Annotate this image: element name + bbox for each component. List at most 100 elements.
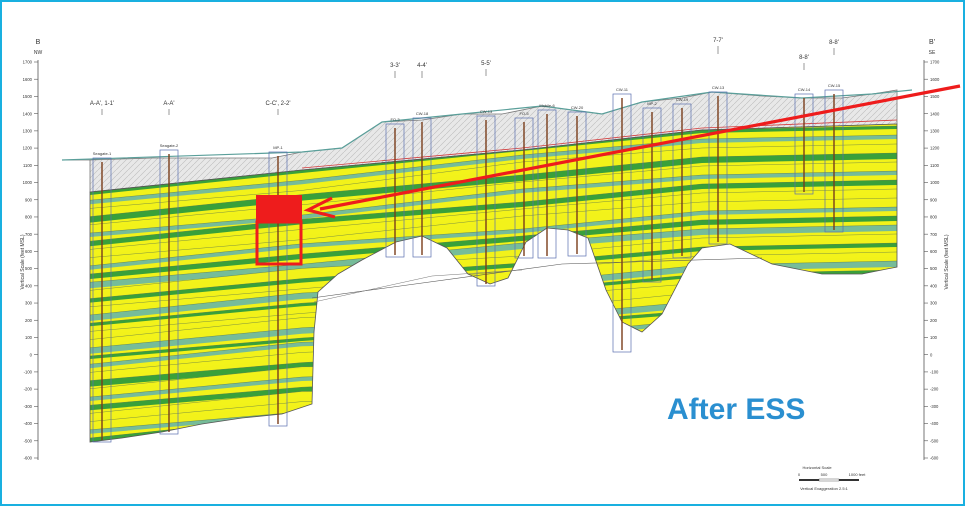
well-box <box>824 89 844 233</box>
y-tick-label: 1200 <box>930 146 940 151</box>
y-tick-label: 1100 <box>930 163 940 168</box>
y-tick-label: 800 <box>25 215 33 220</box>
y-tick-label: 300 <box>25 301 33 306</box>
well-label: CW-20 <box>571 105 584 110</box>
highlight-filled-box <box>256 195 302 222</box>
well-label: MP-1 <box>273 145 283 150</box>
well-box <box>537 109 557 259</box>
y-tick-label: -600 <box>930 456 939 461</box>
well-label: Mobile-6 <box>539 103 555 108</box>
section-label-c: C-C', 2-2' <box>266 101 291 107</box>
section-label-8a: 8-8' <box>799 55 809 61</box>
well-label: CW-18 <box>416 111 429 116</box>
y-tick-label: 1100 <box>23 163 33 168</box>
well-box <box>476 115 496 287</box>
lithology-band <box>90 153 897 223</box>
y-tick-label: 1400 <box>930 111 940 116</box>
y-tick-label: 700 <box>930 232 938 237</box>
well-label: CW-13 <box>712 85 725 90</box>
y-tick-label: 100 <box>930 335 938 340</box>
y-tick-label: 700 <box>25 232 33 237</box>
section-label-a2: A-A' <box>163 101 174 107</box>
y-tick-label: 800 <box>930 215 938 220</box>
exaggeration-text: Vertical Exaggeration 2.5:1 <box>800 486 849 491</box>
left-end-label: B <box>36 39 41 46</box>
y-tick-label: 900 <box>930 197 938 202</box>
well-label: FO-5 <box>519 111 529 116</box>
y-tick-label: 1500 <box>23 94 33 99</box>
y-axis-label: Vertical Scale (feet MSL) <box>20 234 26 289</box>
y-tick-label: 200 <box>25 318 33 323</box>
well-box <box>642 107 662 283</box>
well-label: CW-13 <box>480 109 493 114</box>
well-box <box>268 151 288 427</box>
lithology-contact <box>90 161 897 225</box>
y-tick-label: 1200 <box>23 146 33 151</box>
well-label: CW-19 <box>676 97 689 102</box>
lithology-contact <box>90 197 897 258</box>
y-tick-label: 600 <box>930 249 938 254</box>
lithology-band <box>90 423 897 442</box>
y-tick-label: -600 <box>24 456 33 461</box>
scale-tick-2: 1000 feet <box>849 472 867 477</box>
well-label: CW-11 <box>616 87 629 92</box>
right-axis: 1700160015001400130012001100100090080070… <box>923 39 950 461</box>
y-tick-label: 1400 <box>23 111 33 116</box>
y-tick-label: 500 <box>25 266 33 271</box>
after-ess-caption: After ESS <box>667 393 806 426</box>
left-axis: 1700160015001400130012001100100090080070… <box>20 39 42 461</box>
scale-tick-1: 500 <box>821 472 828 477</box>
section-label-8b: 8-8' <box>829 40 839 46</box>
lithology-contact <box>90 179 897 242</box>
right-axis-label: Vertical Scale (feet MSL) <box>944 234 950 289</box>
well-box <box>92 157 112 443</box>
y-tick-label: 500 <box>930 266 938 271</box>
scale-tick-0: 0 <box>798 472 801 477</box>
y-tick-label: -200 <box>24 387 33 392</box>
section-label-3: 3-3' <box>390 63 400 69</box>
y-tick-label: 1000 <box>930 180 940 185</box>
y-tick-label: -400 <box>930 421 939 426</box>
y-tick-label: 1700 <box>23 60 33 65</box>
lithology-contact <box>90 422 897 442</box>
section-labels: A-A', 1-1' A-A' C-C', 2-2' 3-3' 4-4' 5-5… <box>90 38 839 115</box>
highlight-outline-box <box>255 220 303 266</box>
lithology-contact <box>90 170 897 234</box>
well-box <box>385 123 405 258</box>
section-label-4: 4-4' <box>417 63 427 69</box>
scale-bar: Horizontal Scale 0 500 1000 feet Vertica… <box>798 465 866 491</box>
lithology-band <box>90 252 897 312</box>
trend-line-1 <box>311 257 763 299</box>
well-label: CW-14 <box>798 87 811 92</box>
y-tick-label: 0 <box>930 352 933 357</box>
well-label: Seagate-2 <box>160 143 179 148</box>
well-box <box>612 93 632 353</box>
well-box <box>708 91 728 245</box>
lithology-contact <box>90 152 897 217</box>
well-box <box>159 149 179 435</box>
well-box <box>672 103 692 259</box>
well-box <box>514 117 534 259</box>
y-tick-label: 1000 <box>23 180 33 185</box>
well-box <box>794 93 814 195</box>
y-tick-label: 1700 <box>930 60 940 65</box>
y-tick-label: -300 <box>24 404 33 409</box>
y-tick-label: 600 <box>25 249 33 254</box>
right-end-sub: SE <box>929 50 936 56</box>
y-tick-label: -300 <box>930 404 939 409</box>
y-tick-label: 1300 <box>930 128 940 133</box>
left-end-sub: NW <box>34 50 43 56</box>
well-label: FO-3 <box>390 117 400 122</box>
y-tick-label: 400 <box>25 283 33 288</box>
lithology-contact <box>90 134 897 201</box>
scale-title: Horizontal Scale <box>802 465 832 470</box>
lithology-band <box>90 261 897 321</box>
trend-line-2 <box>313 269 523 303</box>
y-tick-label: -500 <box>930 438 939 443</box>
y-tick-label: 400 <box>930 283 938 288</box>
well-label: CW-15 <box>828 83 841 88</box>
y-tick-label: -100 <box>24 370 33 375</box>
